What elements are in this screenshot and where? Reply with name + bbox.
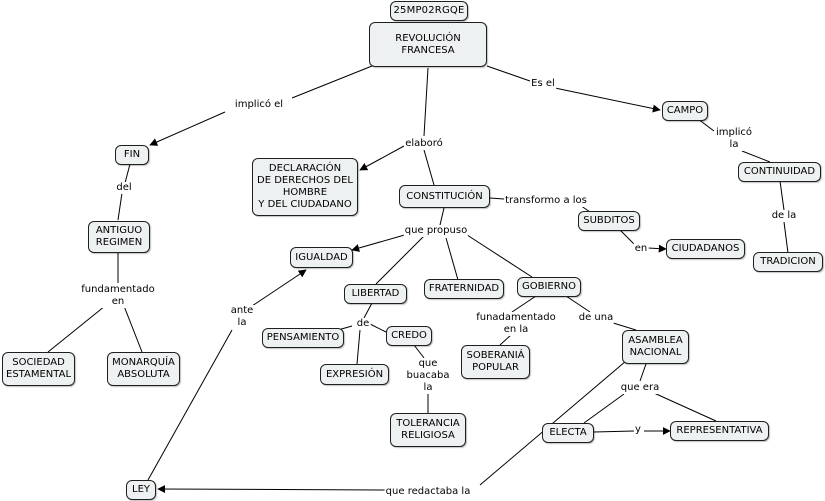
link-credo-quebuacaba xyxy=(413,344,425,359)
link-asamblea-queera xyxy=(639,363,647,382)
representativa-node[interactable]: REPRESENTATIVA xyxy=(670,421,769,441)
link-en-ciudadanos xyxy=(647,244,667,253)
link-fundamentado-monarquia xyxy=(123,305,143,353)
electa-node[interactable]: ELECTA xyxy=(542,423,594,443)
link-campo-implicola xyxy=(697,118,715,132)
link-electa-y xyxy=(593,430,635,433)
link-fundamentado-sociedad xyxy=(47,305,106,353)
revolucion-francesa-node[interactable]: REVOLUCIÓN FRANCESA xyxy=(369,22,487,67)
asamblea-nacional-node[interactable]: ASAMBLEA NACIONAL xyxy=(622,330,689,364)
link-esel-campo xyxy=(554,87,661,113)
monarquia-absoluta-node[interactable]: MONARQUÍA ABSOLUTA xyxy=(107,352,180,386)
credo-node[interactable]: CREDO xyxy=(386,326,432,346)
link-libertad-de xyxy=(363,302,373,319)
constitucion-node[interactable]: CONSTITUCIÓN xyxy=(399,185,490,208)
link-queprop-gobierno xyxy=(463,232,533,278)
link-ley-antela xyxy=(147,329,233,481)
continuidad-node[interactable]: CONTINUIDAD xyxy=(738,162,821,182)
map-code-node[interactable]: 25MP02RGQE xyxy=(390,1,468,21)
sociedad-estamental-node[interactable]: SOCIEDAD ESTAMENTAL xyxy=(2,352,75,386)
link-queprop-igualdad xyxy=(351,233,409,252)
link-elaboro-constitucion xyxy=(423,149,435,186)
label-funadamentado-en-la: funadamentado en la xyxy=(475,312,557,336)
label-fundamentado-en: fundamentado en xyxy=(80,284,156,308)
igualdad-node[interactable]: IGUALDAD xyxy=(290,247,353,268)
expresion-node[interactable]: EXPRESIÓN xyxy=(320,364,389,385)
subditos-node[interactable]: SUBDITOS xyxy=(578,211,640,231)
link-implicola-continuidad xyxy=(741,150,771,163)
label-implico-la: implicó la xyxy=(714,127,754,151)
ciudadanos-node[interactable]: CIUDADANOS xyxy=(666,239,745,259)
fraternidad-node[interactable]: FRATERNIDAD xyxy=(424,279,504,299)
label-ante-la: ante la xyxy=(229,305,255,329)
pensamiento-node[interactable]: PENSAMIENTO xyxy=(262,328,344,348)
link-queera-electa xyxy=(583,393,625,424)
label-que-redactaba-la: que redactaba la xyxy=(384,486,472,498)
label-elaboro: elaboró xyxy=(404,138,444,150)
link-fin-del xyxy=(124,163,131,184)
link-antela-igualdad xyxy=(251,269,307,307)
label-de-la: de la xyxy=(770,210,798,222)
link-implico-fin xyxy=(149,111,226,146)
link-de-expresion xyxy=(356,329,361,365)
label-del: del xyxy=(115,182,133,194)
label-que-era: que era xyxy=(619,382,661,394)
label-de: de xyxy=(355,318,371,330)
label-en: en xyxy=(633,243,649,255)
declaracion-derechos-node[interactable]: DECLARACIÓN DE DERECHOS DEL HOMBRE Y DEL… xyxy=(252,158,358,216)
link-continuidad-dela xyxy=(779,180,785,211)
label-implico-el: implicó el xyxy=(233,99,285,111)
soberania-popular-node[interactable]: SOBERANIÁ POPULAR xyxy=(461,345,530,379)
ley-node[interactable]: LEY xyxy=(126,480,156,500)
gobierno-node[interactable]: GOBIERNO xyxy=(517,277,581,297)
link-elaboro-declaracion xyxy=(359,145,405,171)
libertad-node[interactable]: LIBERTAD xyxy=(344,284,407,304)
link-revolucion-esel xyxy=(486,65,531,82)
label-que-propuso: que propuso xyxy=(403,225,469,237)
label-que-buacaba-la: que buacaba la xyxy=(405,358,451,394)
label-es-el: Es el xyxy=(530,78,556,90)
label-transformo: transformo a los xyxy=(504,195,588,207)
link-revolucion-implico xyxy=(291,65,373,99)
link-queredactaba-ley xyxy=(157,485,391,494)
tolerancia-religiosa-node[interactable]: TOLERANCIA RELIGIOSA xyxy=(390,413,466,447)
link-del-antiguo xyxy=(117,192,123,221)
link-subditos-en xyxy=(619,229,635,245)
campo-node[interactable]: CAMPO xyxy=(662,101,708,121)
fin-node[interactable]: FIN xyxy=(115,145,149,165)
link-deuna-asamblea xyxy=(609,321,637,331)
link-queprop-libertad xyxy=(375,235,425,285)
link-queprop-fraternidad xyxy=(445,237,459,281)
label-y: y xyxy=(634,424,642,436)
link-gobierno-deuna xyxy=(565,295,591,313)
tradicion-node[interactable]: TRADICION xyxy=(753,252,823,272)
link-revolucion-elaboro xyxy=(423,67,429,137)
link-queera-representativa xyxy=(653,392,717,422)
link-de-credo xyxy=(369,323,387,333)
link-constitucion-queprop xyxy=(439,207,445,226)
antiguo-regimen-node[interactable]: ANTIGUO REGIMEN xyxy=(88,221,150,253)
link-dela-tradicion xyxy=(783,221,789,254)
label-de-una: de una xyxy=(577,312,615,324)
link-gobierno-funadamentado xyxy=(511,295,537,313)
